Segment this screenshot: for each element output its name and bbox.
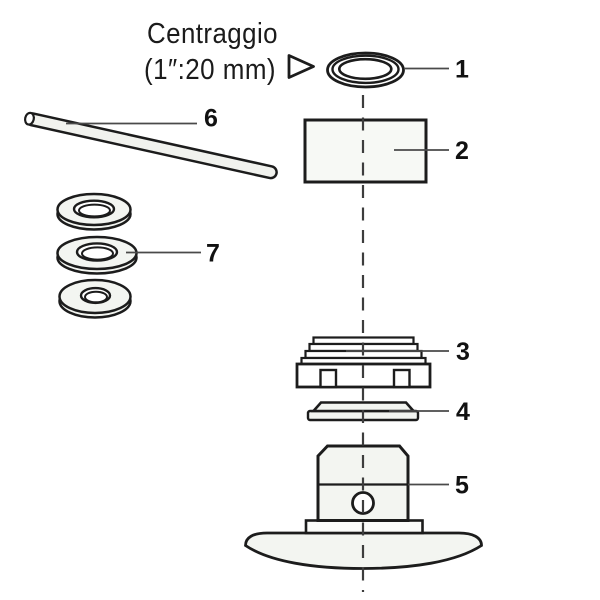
nut-notch-left (319, 368, 338, 389)
washer-bottom (58, 278, 132, 319)
part-6-rod (23, 111, 278, 180)
part-7-washer-stack (56, 192, 138, 319)
part-1-centering-ring (326, 51, 405, 89)
part-label-1: 1 (455, 56, 469, 84)
part-4-thin-disc (306, 401, 420, 422)
title-line-1: Centraggio (147, 18, 278, 50)
part-label-5: 5 (455, 472, 469, 500)
part-label-3: 3 (456, 338, 470, 366)
part-label-2: 2 (455, 137, 469, 165)
washer-middle (56, 235, 138, 275)
part-label-7: 7 (206, 240, 220, 268)
part-number-labels: 1 2 3 4 5 6 7 (204, 56, 470, 500)
title-line-2: (1″:20 mm) (144, 54, 276, 86)
diagram-title: Centraggio (1″:20 mm) (144, 18, 278, 86)
part-label-6: 6 (204, 105, 218, 133)
part-label-4: 4 (456, 398, 470, 426)
nut-notch-right (392, 368, 411, 389)
washer-top (56, 192, 132, 231)
triangle-pointer-icon (287, 54, 315, 79)
flange-plate (304, 519, 424, 535)
part-2-spacer-block (303, 118, 428, 184)
rod-end-cap (23, 111, 35, 126)
leader-lines (66, 67, 449, 486)
